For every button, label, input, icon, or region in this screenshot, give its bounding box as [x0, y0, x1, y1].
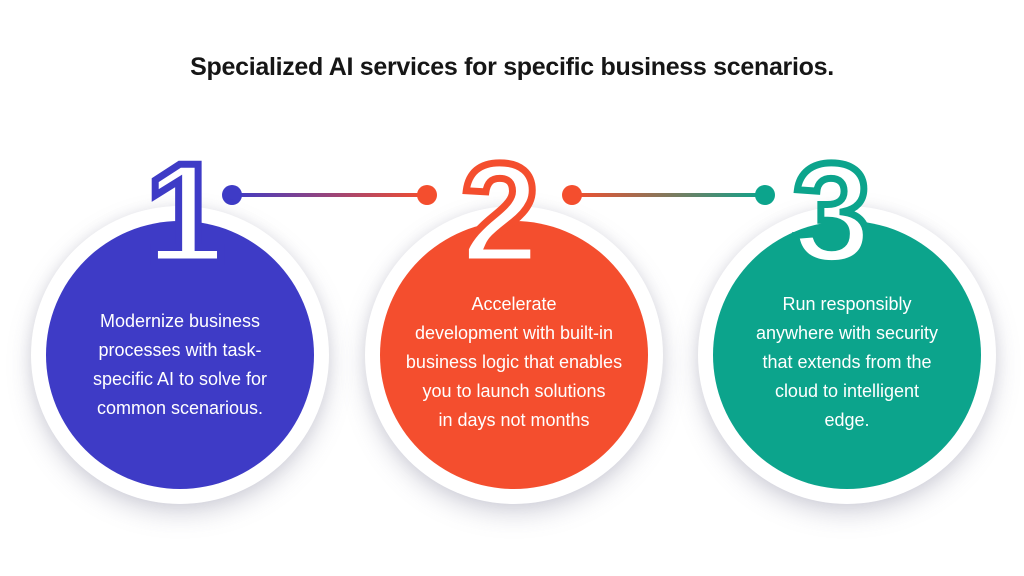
step-1-description: Modernize business processes with task- … — [92, 311, 268, 418]
connector-line — [572, 193, 765, 197]
connector-start-dot — [222, 185, 242, 205]
step-2-circle — [380, 221, 648, 489]
step-1-circle — [46, 221, 314, 489]
connector-end-dot — [755, 185, 775, 205]
step-2-number: 2 — [457, 134, 543, 293]
page-title: Specialized AI services for specific bus… — [190, 53, 834, 81]
connector-start-dot — [562, 185, 582, 205]
step-2-description: Accelerate development with built-in bus… — [405, 294, 623, 430]
step-3-circle — [713, 221, 981, 489]
step-1-number: 1 — [142, 134, 228, 293]
connector-line — [232, 193, 427, 197]
step-3-description: Run responsibly anywhere with security t… — [755, 294, 939, 430]
connector-end-dot — [417, 185, 437, 205]
step-3-number: 3 — [789, 134, 875, 293]
